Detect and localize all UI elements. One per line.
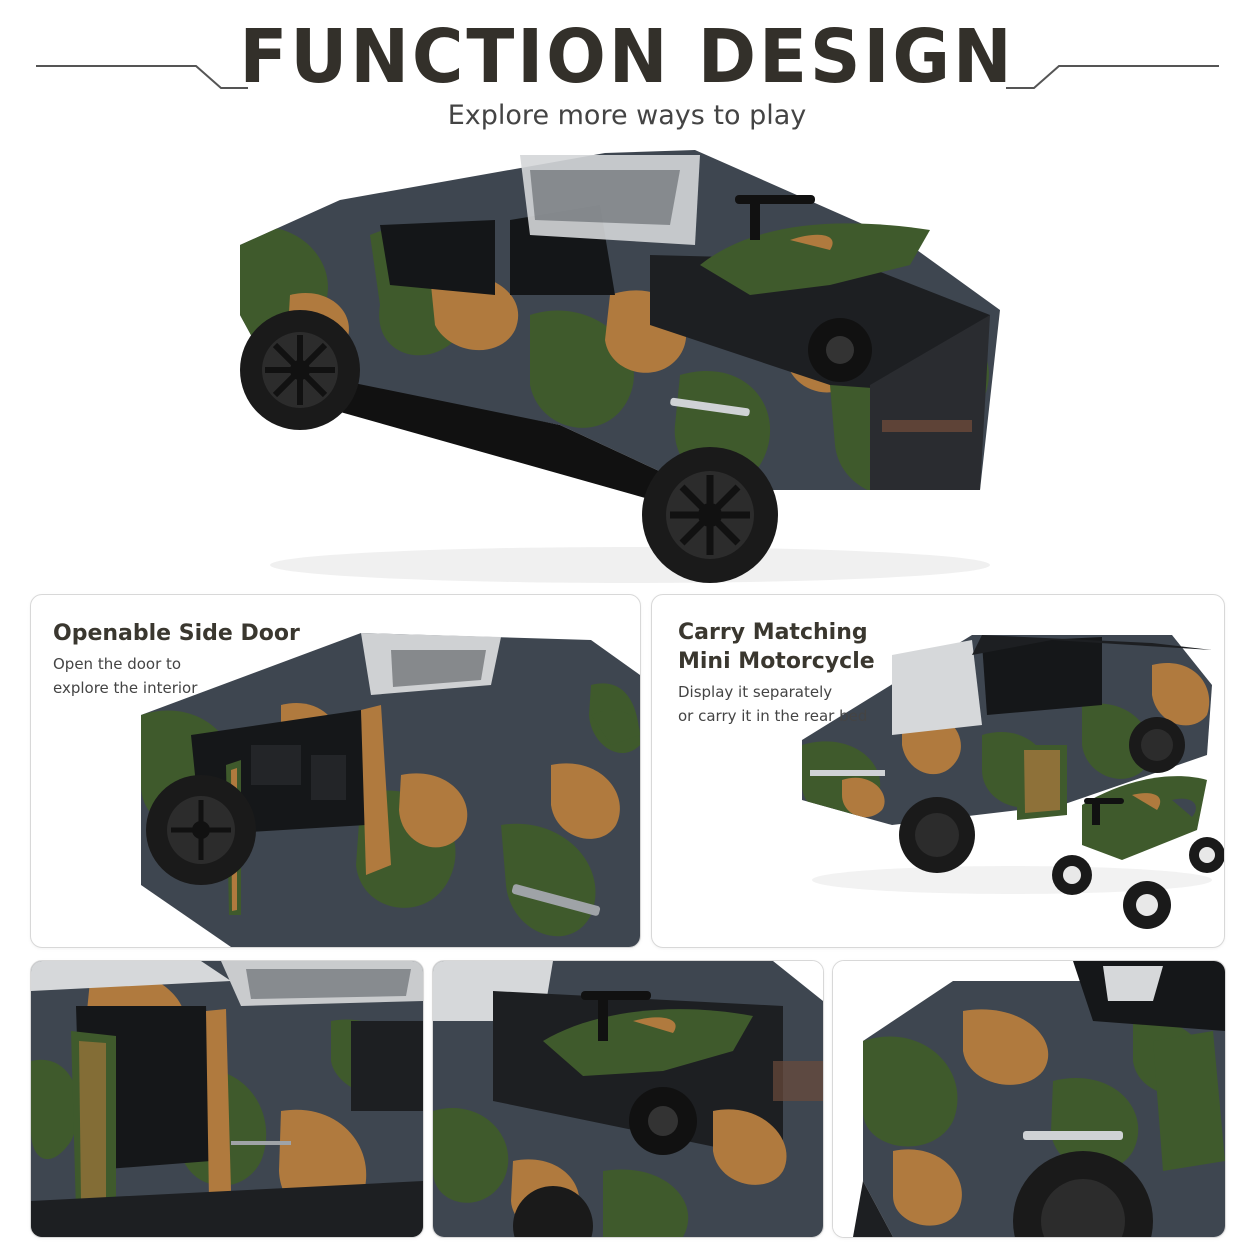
feature-title: Carry Matching Mini Motorcycle: [678, 620, 875, 674]
feature-card-mini-motorcycle: Carry Matching Mini Motorcycle Display i…: [651, 594, 1225, 948]
feature-title: Openable Side Door: [53, 621, 300, 646]
right-decorative-line: [1006, 65, 1219, 89]
detail-photo-rear-bed: [432, 960, 824, 1238]
front-wheel: [240, 310, 360, 430]
rear-wheel: [642, 447, 778, 583]
detail-photo-front-light: [832, 960, 1226, 1238]
side-door-image: [141, 633, 640, 947]
feature-description: Display it separately or carry it in the…: [678, 683, 868, 725]
header: FUNCTION DESIGN Explore more ways to pla…: [0, 0, 1254, 150]
page-subtitle: Explore more ways to play: [447, 100, 807, 131]
feature-card-side-door: Openable Side Door Open the door to expl…: [30, 594, 641, 948]
feature-description: Open the door to explore the interior: [53, 655, 198, 697]
mini-atv: [1052, 776, 1224, 929]
detail-photo-interior: [30, 960, 424, 1238]
mini-motorcycle-image: [802, 635, 1224, 929]
hero-truck-image: [240, 150, 1000, 583]
page-title: FUNCTION DESIGN: [239, 14, 1015, 100]
left-decorative-line: [36, 65, 248, 89]
